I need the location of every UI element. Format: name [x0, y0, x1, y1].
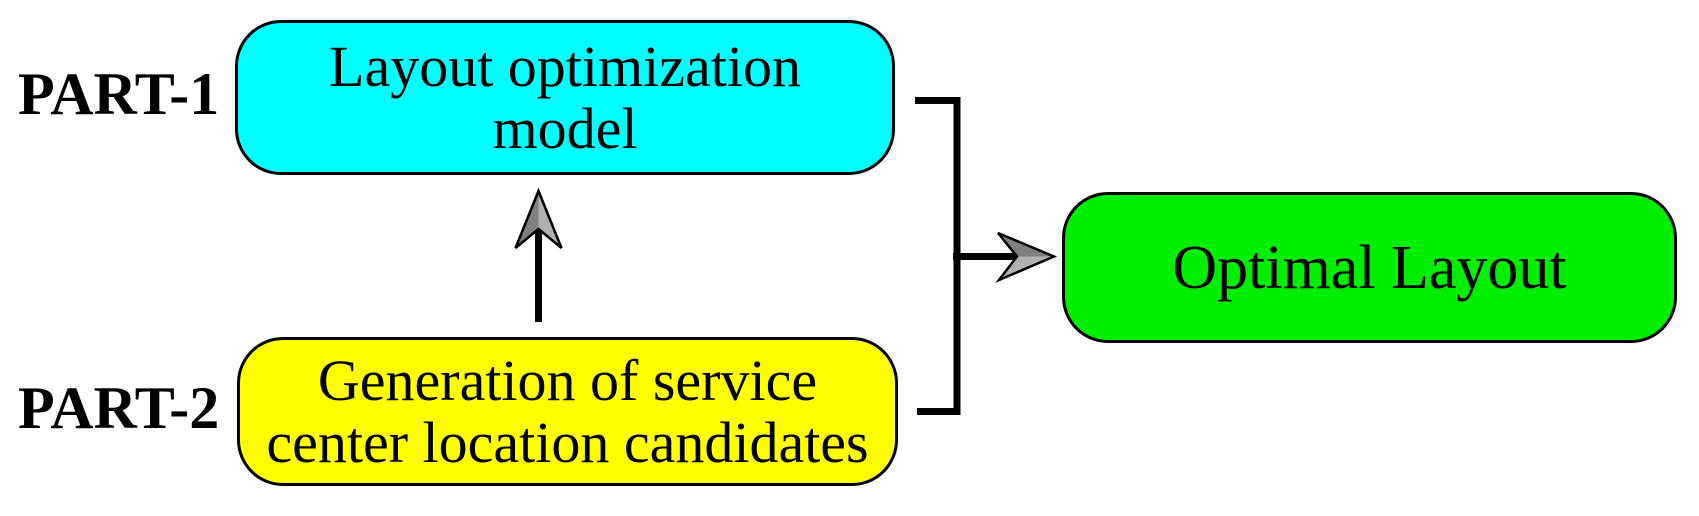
layout-optimization-model-text-line1: Layout optimization: [329, 33, 801, 99]
part2-label: PART-2: [18, 375, 220, 441]
part1-label: PART-1: [18, 61, 220, 127]
layout-optimization-model-box: Layout optimization model: [235, 20, 895, 175]
service-center-candidates-text-line2: center location candidates: [266, 409, 869, 475]
arrow-up-head-outline: [514, 187, 563, 249]
layout-optimization-model-text-line2: model: [492, 95, 638, 161]
bracket-connector: [915, 97, 961, 415]
optimal-layout-text: Optimal Layout: [1172, 233, 1567, 302]
arrow-to-optimal-head-outline: [995, 231, 1058, 284]
service-center-candidates-box: Generation of service center location ca…: [237, 337, 898, 486]
service-center-candidates-text-line1: Generation of service: [317, 347, 818, 413]
optimal-layout-box: Optimal Layout: [1062, 192, 1677, 343]
